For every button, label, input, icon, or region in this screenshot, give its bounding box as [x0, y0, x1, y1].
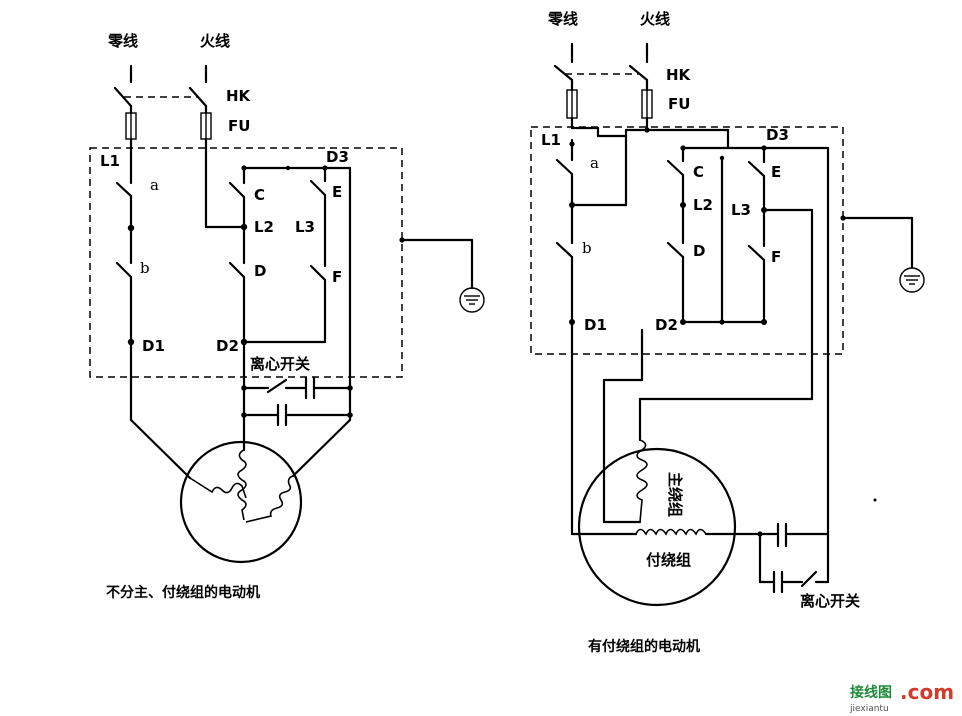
right-main-winding	[636, 439, 648, 523]
right-ground-icon	[899, 267, 925, 293]
left-motor	[179, 440, 303, 564]
right-d2-label: D2	[655, 316, 678, 334]
right-centrifugal-label: 离心开关	[800, 592, 860, 610]
left-d2-label: D2	[216, 337, 239, 355]
left-neutral-label: 零线	[107, 32, 138, 50]
right-l2-label: L2	[693, 196, 713, 214]
right-neutral-label: 零线	[547, 10, 578, 28]
left-d-label: D	[254, 262, 266, 280]
watermark-pinyin: jiexiantu	[849, 704, 889, 714]
right-live-label: 火线	[640, 10, 670, 28]
left-switch-b	[115, 261, 133, 279]
left-l3-label: L3	[295, 218, 315, 236]
right-centrifugal-switch	[800, 570, 818, 588]
right-hk-blade-neutral	[553, 64, 574, 82]
left-live-label: 火线	[200, 32, 230, 50]
watermark-logo: 接线图 .com jiexiantu	[849, 680, 954, 714]
right-switch-c	[666, 159, 685, 177]
right-aux-winding-label: 付绕组	[646, 551, 691, 569]
left-e-label: E	[332, 183, 342, 201]
left-d1-label: D1	[142, 337, 165, 355]
left-b-label: b	[140, 259, 150, 277]
right-e-label: E	[771, 163, 781, 181]
left-c-label: C	[254, 186, 265, 204]
watermark-brand: 接线图	[850, 684, 892, 701]
right-switch-box	[530, 126, 844, 355]
right-hk-blade-live	[628, 64, 649, 82]
right-main-winding-label: 主绕组	[666, 472, 684, 517]
left-f-label: F	[332, 268, 342, 286]
right-l1-label: L1	[541, 131, 561, 149]
right-aux-winding	[635, 528, 707, 536]
right-caption: 有付绕组的电动机	[588, 638, 700, 655]
left-hk-blade-neutral	[113, 86, 133, 108]
left-l2-label: L2	[254, 218, 274, 236]
left-ground-icon	[459, 287, 485, 313]
right-d1-label: D1	[584, 316, 607, 334]
right-d3-label: D3	[766, 126, 789, 144]
right-switch-b	[555, 241, 574, 259]
left-d3-label: D3	[326, 148, 349, 166]
left-l1-label: L1	[100, 152, 120, 170]
right-f-label: F	[771, 248, 781, 266]
watermark-domain: .com	[900, 680, 954, 704]
right-a-label: a	[590, 154, 599, 172]
left-winding-c	[237, 449, 247, 521]
right-hk-label: HK	[666, 66, 692, 84]
left-centrifugal-switch	[266, 378, 288, 394]
left-switch-f	[309, 264, 327, 282]
left-a-label: a	[150, 176, 159, 194]
left-centrifugal-label: 离心开关	[250, 355, 310, 373]
right-c-label: C	[693, 163, 704, 181]
left-fu-label: FU	[228, 117, 250, 135]
left-hk-label: HK	[226, 87, 252, 105]
right-b-label: b	[582, 239, 592, 257]
left-switch-a	[115, 181, 133, 198]
left-winding-a	[189, 477, 247, 499]
right-switch-d	[666, 241, 685, 259]
right-switch-f	[747, 244, 766, 262]
right-fu-label: FU	[668, 95, 690, 113]
right-l3-label: L3	[731, 201, 751, 219]
left-caption: 不分主、付绕组的电动机	[106, 584, 260, 601]
right-d-label: D	[693, 242, 705, 260]
right-switch-e	[747, 160, 766, 178]
left-diagram: 零线 火线 HK FU L1 a b D1	[89, 32, 485, 601]
right-diagram: 零线 火线 HK FU D3 L1 a	[530, 10, 925, 655]
left-switch-e	[309, 179, 327, 197]
left-switch-d	[228, 261, 246, 279]
right-motor	[577, 447, 737, 607]
right-switch-a	[555, 158, 574, 176]
left-switch-c	[228, 181, 246, 199]
left-switch-box	[89, 147, 403, 378]
left-winding-b	[245, 475, 294, 523]
